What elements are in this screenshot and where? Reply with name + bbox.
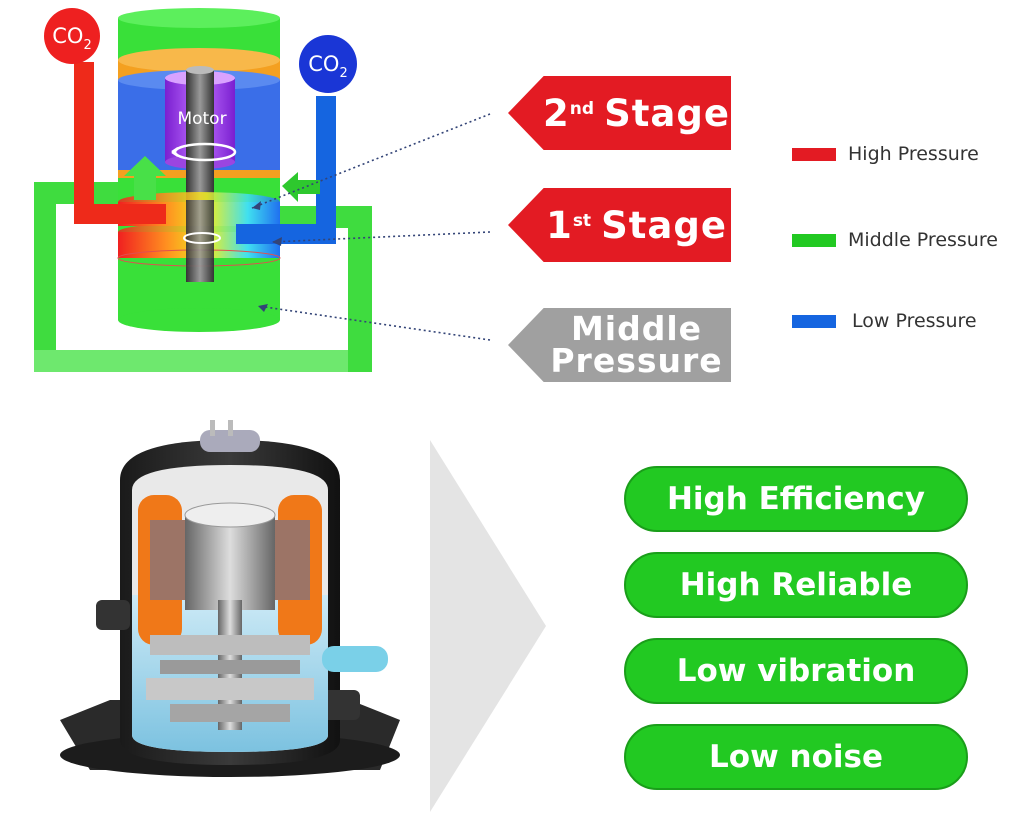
feature-label: Low vibration: [676, 653, 916, 689]
first-stage-word: Stage: [601, 203, 727, 247]
svg-text:CO2: CO2: [308, 52, 347, 81]
motor-label: Motor: [177, 109, 226, 129]
legend-swatch-low: [792, 314, 836, 328]
co2-inlet-badge: CO2: [299, 35, 357, 93]
second-stage-ordinal: nd: [569, 99, 595, 119]
compressor-schematic: Motor CO2 CO2: [34, 8, 491, 372]
legend-swatch-high: [792, 147, 836, 161]
middle-pressure-up-arrow-icon: [124, 156, 166, 200]
middle-pressure-label: Middle Pressure: [508, 308, 731, 382]
high-pressure-pipe: [74, 62, 166, 224]
middle-pressure-line1: Middle: [570, 309, 703, 348]
co2-outlet-badge: CO2: [44, 8, 100, 64]
legend-middle-pressure: Middle Pressure: [792, 229, 998, 251]
legend-low-pressure: Low Pressure: [792, 310, 977, 332]
second-stage-word: Stage: [604, 91, 730, 135]
feature-low-noise: Low noise: [624, 724, 968, 790]
second-stage-number: 2: [543, 91, 570, 135]
first-stage-ordinal: st: [572, 211, 592, 231]
feature-high-efficiency: High Efficiency: [624, 466, 968, 532]
gray-chevron-divider: [430, 440, 546, 812]
legend-label-high: High Pressure: [848, 143, 979, 165]
first-stage-number: 1: [546, 203, 573, 247]
middle-pressure-line2: Pressure: [550, 341, 723, 380]
rotation-arrow-icon: [171, 142, 237, 162]
legend-high-pressure: High Pressure: [792, 143, 979, 165]
feature-label: High Reliable: [679, 567, 913, 603]
svg-text:CO2: CO2: [52, 24, 91, 53]
legend-swatch-middle: [792, 233, 836, 247]
middle-pressure-left-arrow-icon: [282, 172, 320, 202]
compressor-cutaway-illustration: [60, 420, 400, 777]
feature-label: Low noise: [709, 739, 883, 775]
feature-label: High Efficiency: [666, 481, 926, 517]
legend-label-low: Low Pressure: [852, 310, 977, 332]
feature-high-reliable: High Reliable: [624, 552, 968, 618]
legend-label-middle: Middle Pressure: [848, 229, 998, 251]
low-pressure-pipe: [236, 96, 336, 244]
feature-low-vibration: Low vibration: [624, 638, 968, 704]
leader-lines: [251, 113, 491, 341]
